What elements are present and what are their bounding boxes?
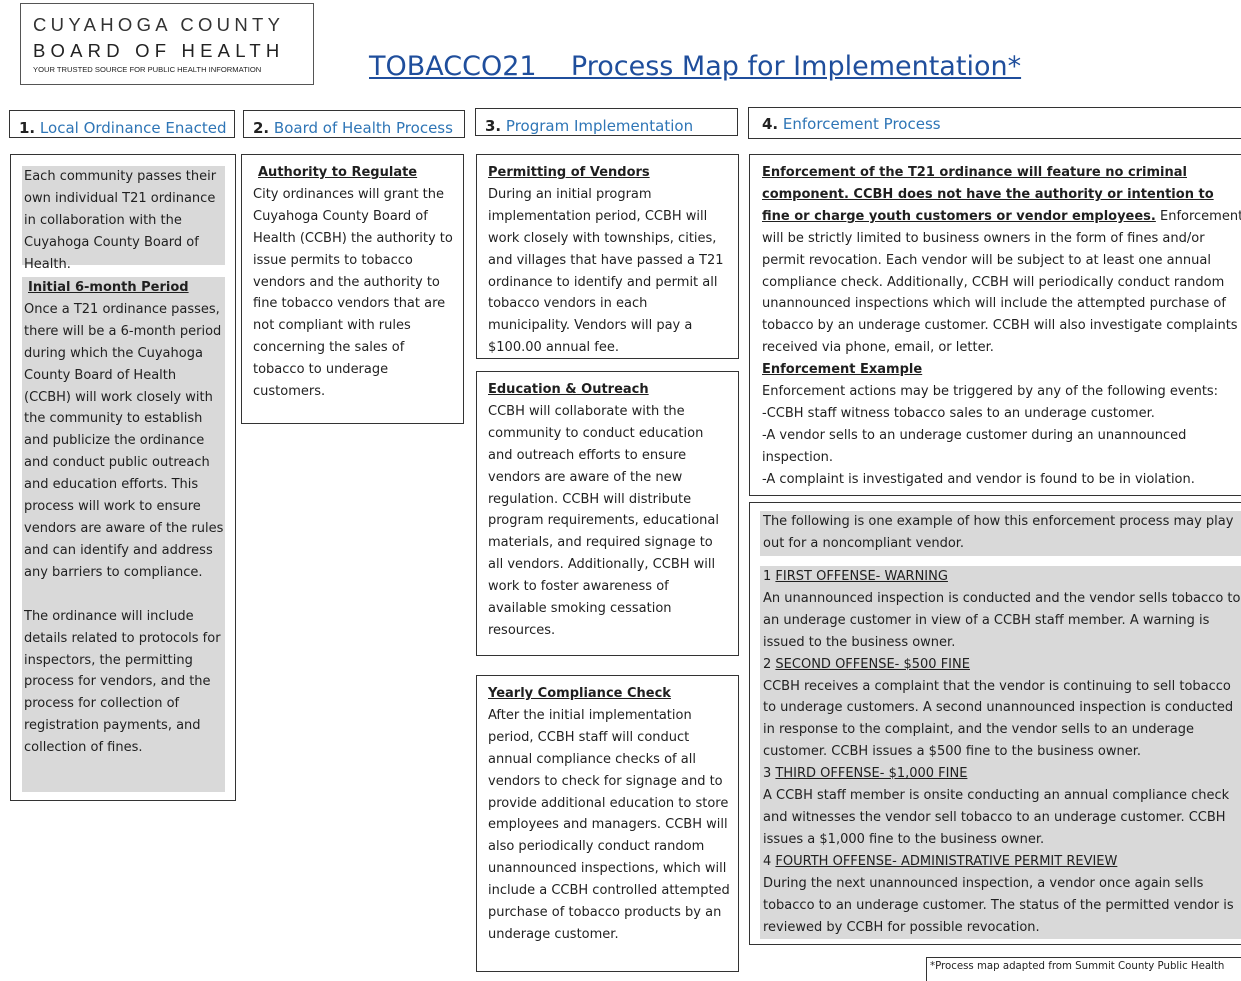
compliance-box: Yearly Compliance Check After the initia… — [476, 675, 739, 972]
column-header-2: 2. Board of Health Process — [243, 110, 465, 138]
logo-line-1: CUYAHOGA COUNTY — [33, 14, 285, 35]
initial-period-section: Initial 6-month Period Once a T21 ordina… — [22, 277, 225, 792]
logo-tagline: YOUR TRUSTED SOURCE FOR PUBLIC HEALTH IN… — [33, 65, 262, 74]
column-label: Enforcement Process — [782, 115, 941, 133]
offense-text: During the next unannounced inspection, … — [763, 875, 1234, 935]
offense-number: 1 — [763, 569, 772, 584]
column-header-3: 3. Program Implementation — [475, 108, 738, 136]
enforcement-lead-bold: Enforcement of the T21 ordinance will fe… — [762, 165, 1214, 224]
initial-period-heading: Initial 6-month Period — [28, 280, 189, 295]
logo-line-2: BOARD OF HEALTH — [33, 40, 285, 61]
column-number: 1. — [19, 119, 36, 137]
permitting-text: During an initial program implementation… — [488, 186, 724, 356]
offense-label: THIRD OFFENSE- $1,000 FINE — [775, 766, 968, 782]
footnote-text: *Process map adapted from Summit County … — [930, 961, 1225, 972]
ordinance-intro: Each community passes their own individu… — [22, 166, 225, 272]
offense-text: An unannounced inspection is conducted a… — [763, 590, 1241, 650]
column-label: Local Ordinance Enacted — [39, 119, 227, 137]
ordinance-details-text: The ordinance will include details relat… — [24, 608, 221, 756]
column-1-box: Each community passes their own individu… — [10, 154, 236, 801]
offense-item: 1 FIRST OFFENSE- WARNING An unannounced … — [763, 566, 1241, 654]
column-label: Board of Health Process — [273, 119, 453, 137]
offense-item: 2 SECOND OFFENSE- $500 FINE CCBH receive… — [763, 654, 1241, 764]
compliance-heading: Yearly Compliance Check — [488, 686, 671, 701]
enforcement-lead: Enforcement of the T21 ordinance will fe… — [762, 162, 1241, 359]
trigger-item: -A complaint is investigated and vendor … — [762, 471, 1195, 487]
trigger-item: -CCBH staff witness tobacco sales to an … — [762, 405, 1155, 421]
enforcement-example-heading: Enforcement Example — [762, 362, 923, 378]
offense-label: FIRST OFFENSE- WARNING — [775, 569, 948, 584]
offense-number: 4 — [763, 853, 772, 869]
column-2-box: Authority to Regulate City ordinances wi… — [241, 154, 464, 424]
trigger-item: -A vendor sells to an underage customer … — [762, 427, 1187, 465]
offense-text: A CCBH staff member is onsite conducting… — [763, 788, 1230, 847]
education-heading: Education & Outreach — [488, 382, 649, 397]
offense-label: FOURTH OFFENSE- ADMINISTRATIVE PERMIT RE… — [775, 853, 1118, 869]
ordinance-intro-text: Each community passes their own individu… — [24, 169, 217, 272]
offense-number: 2 — [763, 656, 772, 672]
enforcement-lead-text: Enforcement will be strictly limited to … — [762, 208, 1241, 356]
enforcement-box: Enforcement of the T21 ordinance will fe… — [749, 154, 1241, 496]
column-number: 3. — [485, 117, 502, 135]
scenario-intro-text: The following is one example of how this… — [763, 514, 1234, 551]
education-box: Education & Outreach CCBH will collabora… — [476, 371, 739, 656]
authority-heading: Authority to Regulate — [258, 165, 418, 180]
education-text: CCBH will collaborate with the community… — [488, 403, 719, 638]
column-label: Program Implementation — [505, 117, 694, 135]
ccbh-logo: CUYAHOGA COUNTY BOARD OF HEALTH YOUR TRU… — [20, 3, 314, 85]
offense-label: SECOND OFFENSE- $500 FINE — [775, 656, 970, 672]
enforcement-scenario-box: The following is one example of how this… — [749, 502, 1241, 945]
column-header-1: 1. Local Ordinance Enacted — [9, 110, 235, 138]
column-header-4: 4. Enforcement Process — [748, 107, 1241, 139]
enforcement-example-intro: Enforcement actions may be triggered by … — [762, 384, 1219, 400]
column-number: 2. — [253, 119, 270, 137]
footnote: *Process map adapted from Summit County … — [926, 957, 1241, 981]
page-title: TOBACCO21 Process Map for Implementation… — [369, 51, 1022, 82]
authority-text: City ordinances will grant the Cuyahoga … — [253, 186, 453, 400]
offense-number: 3 — [763, 766, 772, 782]
initial-period-text: Once a T21 ordinance passes, there will … — [24, 301, 224, 580]
offense-text: CCBH receives a complaint that the vendo… — [763, 678, 1234, 760]
column-number: 4. — [762, 115, 779, 133]
permitting-heading: Permitting of Vendors — [488, 165, 650, 180]
permitting-box: Permitting of Vendors During an initial … — [476, 154, 739, 359]
compliance-text: After the initial implementation period,… — [488, 707, 730, 942]
scenario-intro: The following is one example of how this… — [760, 511, 1241, 556]
offense-list: 1 FIRST OFFENSE- WARNING An unannounced … — [760, 566, 1241, 939]
offense-item: 3 THIRD OFFENSE- $1,000 FINE A CCBH staf… — [763, 763, 1241, 851]
offense-item: 4 FOURTH OFFENSE- ADMINISTRATIVE PERMIT … — [763, 851, 1241, 939]
